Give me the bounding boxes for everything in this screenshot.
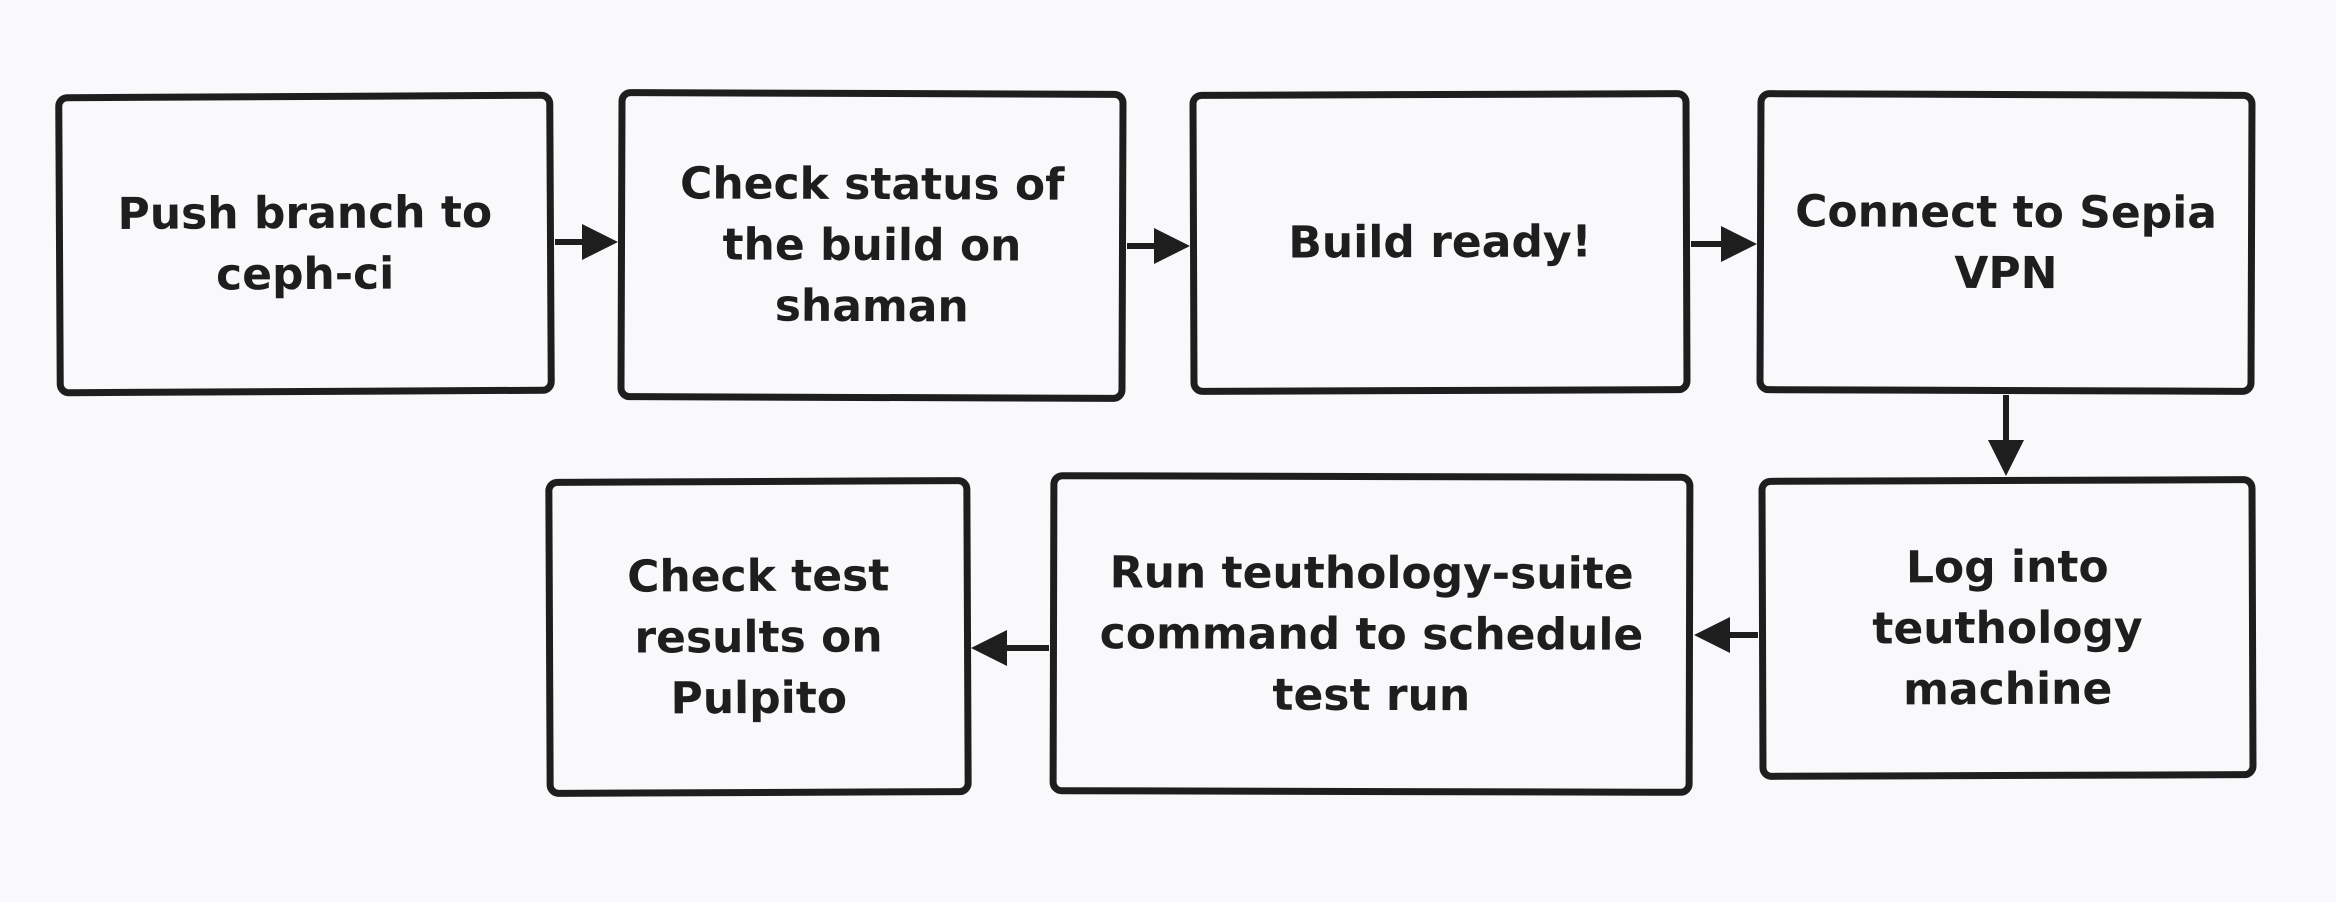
node-label: Build ready! [1288, 216, 1592, 269]
node-label: Check status of the build on shaman [679, 158, 1065, 333]
node-label: Run teuthology-suite command to schedule… [1099, 546, 1644, 721]
node-build-ready: Build ready! [1189, 90, 1691, 395]
node-check-build-status: Check status of the build on shaman [617, 89, 1127, 402]
node-check-test-results: Check test results on Pulpito [545, 477, 972, 797]
node-label: Check test results on Pulpito [627, 549, 890, 724]
node-push-branch: Push branch to ceph-ci [55, 91, 555, 397]
node-label: Log into teuthology machine [1872, 541, 2143, 715]
node-log-into-machine: Log into teuthology machine [1758, 476, 2257, 780]
node-connect-vpn: Connect to Sepia VPN [1756, 90, 2256, 395]
node-run-teuthology-suite: Run teuthology-suite command to schedule… [1049, 472, 1694, 796]
node-label: Push branch to ceph-ci [117, 187, 493, 301]
node-label: Connect to Sepia VPN [1795, 185, 2218, 299]
